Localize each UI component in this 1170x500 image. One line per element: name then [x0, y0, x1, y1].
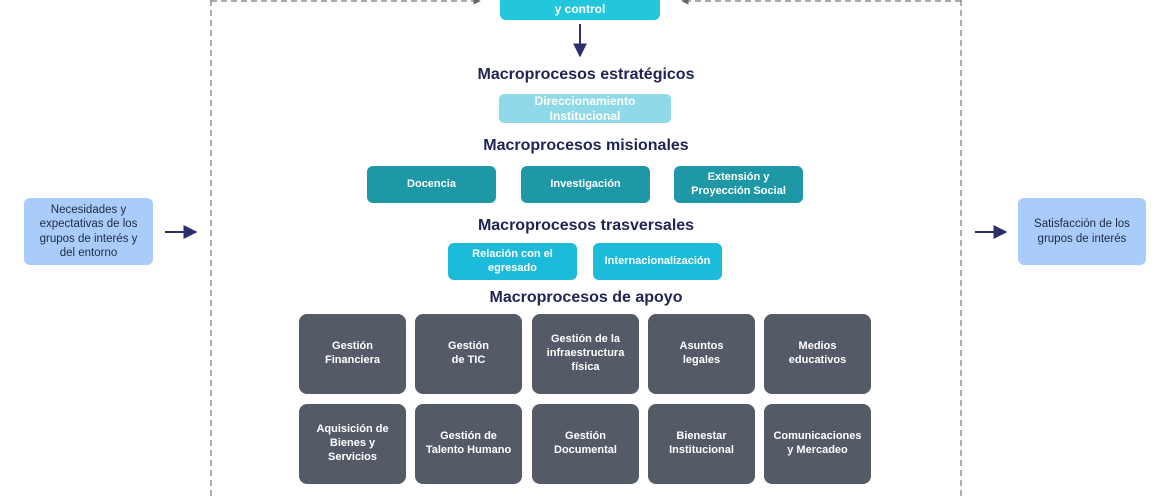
box-egresado: Relación con el egresado [448, 243, 577, 280]
control-box: y control [500, 0, 660, 20]
output-satisfaction-label: Satisfacción de los grupos de interés [1034, 218, 1130, 245]
heading-trasversales: Macroprocesos trasversales [477, 217, 695, 234]
box-docencia: Docencia [367, 166, 496, 203]
heading-estrategicos: Macroprocesos estratégicos [477, 66, 695, 83]
box-extension: Extensión y Proyección Social [674, 166, 803, 203]
box-gestion-financiera: Gestión Financiera [299, 314, 406, 394]
box-adquisicion: Aquisición de Bienes y Servicios [299, 404, 406, 484]
heading-apoyo: Macroprocesos de apoyo [489, 289, 683, 306]
box-bienestar-label: Bienestar Institucional [669, 430, 734, 456]
heading-misionales: Macroprocesos misionales [483, 137, 689, 154]
box-comunicaciones-label: Comunicaciones y Mercadeo [773, 430, 862, 456]
box-medios-educativos: Medios educativos [764, 314, 871, 394]
box-talento-humano: Gestión de Talento Humano [415, 404, 522, 484]
box-docencia-label: Docencia [407, 177, 456, 190]
box-infraestructura-label: Gestión de la infraestructura física [546, 333, 625, 373]
output-satisfaction-box: Satisfacción de los grupos de interés [1018, 198, 1146, 265]
input-needs-label: Necesidades y expectativas de los grupos… [39, 203, 138, 259]
box-medios-educativos-label: Medios educativos [788, 340, 847, 366]
box-direccionamiento: Direccionamiento Institucional [499, 94, 671, 123]
box-asuntos-legales: Asuntos legales [648, 314, 755, 394]
box-infraestructura: Gestión de la infraestructura física [532, 314, 639, 394]
box-adquisicion-label: Aquisición de Bienes y Servicios [316, 423, 389, 463]
box-asuntos-legales-label: Asuntos legales [679, 340, 724, 366]
box-talento-humano-label: Gestión de Talento Humano [425, 430, 512, 456]
box-internacionalizacion: Internacionalización [593, 243, 722, 280]
box-direccionamiento-label: Direccionamiento Institucional [534, 93, 636, 123]
box-gestion-documental-label: Gestión Documental [554, 430, 617, 456]
box-egresado-label: Relación con el egresado [472, 247, 553, 274]
box-investigacion-label: Investigación [550, 177, 621, 190]
box-gestion-tic: Gestión de TIC [415, 314, 522, 394]
box-gestion-financiera-label: Gestión Financiera [324, 340, 381, 366]
box-extension-label: Extensión y Proyección Social [691, 170, 786, 197]
box-gestion-documental: Gestión Documental [532, 404, 639, 484]
box-bienestar: Bienestar Institucional [648, 404, 755, 484]
box-comunicaciones: Comunicaciones y Mercadeo [764, 404, 871, 484]
box-internacionalizacion-label: Internacionalización [604, 254, 711, 267]
control-box-label: y control [554, 1, 606, 16]
input-needs-box: Necesidades y expectativas de los grupos… [24, 198, 153, 265]
box-gestion-tic-label: Gestión de TIC [448, 340, 489, 366]
box-investigacion: Investigación [521, 166, 650, 203]
